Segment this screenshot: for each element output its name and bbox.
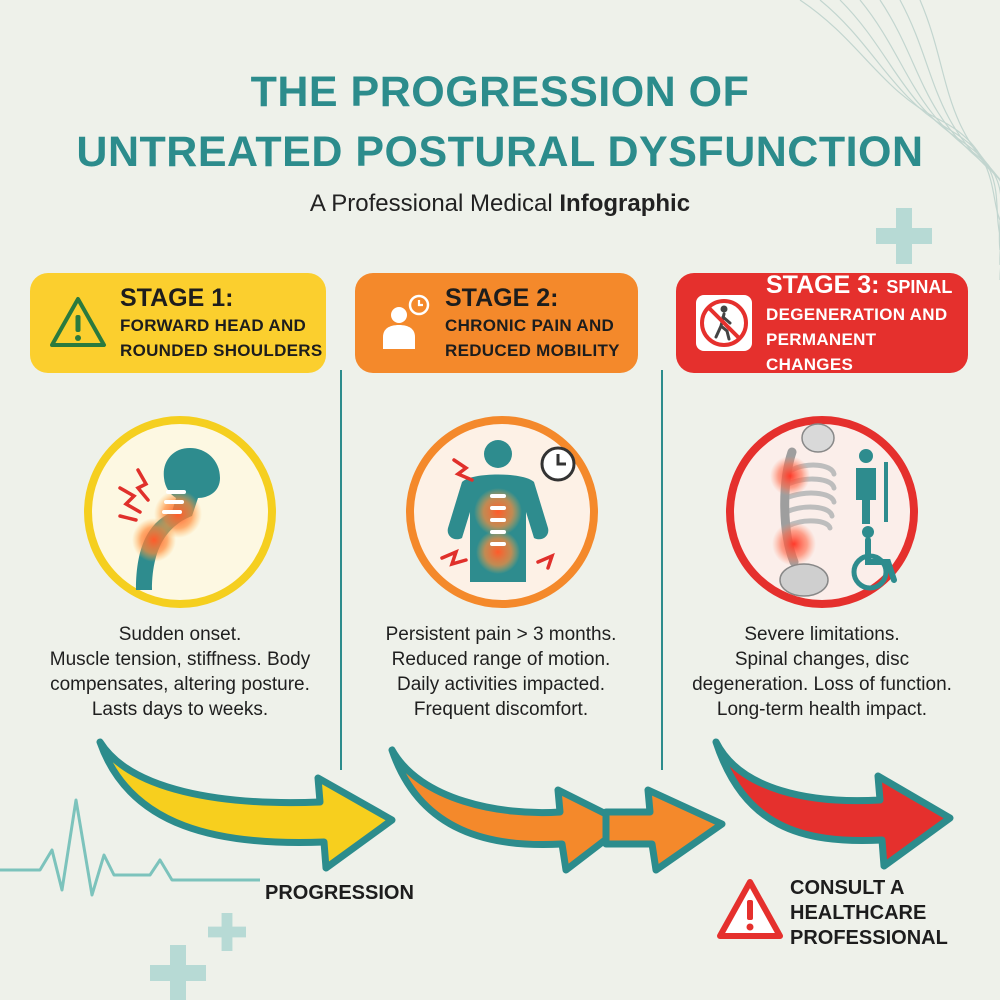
progression-arrows [96,738,954,874]
warning-icon [717,879,783,939]
warning-icon [50,297,106,347]
title-line-1: THE PROGRESSION OF [250,68,750,116]
stage-1-text-line: compensates, altering posture. [50,674,310,695]
stage-3-header: STAGE 3: SPINAL DEGENERATION AND PERMANE… [676,270,968,374]
plus-decoration-icon [208,913,246,951]
stage-3-desc-line-2: PERMANENT CHANGES [766,329,877,374]
consult-line-3: PROFESSIONAL [790,927,948,949]
consult-line-2: HEALTHCARE [790,902,927,924]
stage-3-text-line: Severe limitations. [744,624,900,645]
stage-1-number: STAGE 1: [120,284,234,312]
plus-decoration-icon [876,208,932,264]
consult-professional-note: CONSULT A HEALTHCARE PROFESSIONAL [790,876,990,951]
stage-1-description: Sudden onset. Muscle tension, stiffness.… [20,622,340,722]
stage-2-desc-line-2: REDUCED MOBILITY [445,341,620,360]
stage-2-header: STAGE 2: CHRONIC PAIN AND REDUCED MOBILI… [355,273,638,373]
plus-decoration-icon [150,945,206,1000]
stage-3-text-line: Long-term health impact. [716,699,928,720]
stage-3-description: Severe limitations. Spinal changes, disc… [662,622,982,722]
person-clock-icon [383,294,430,349]
stage-2-text-line: Daily activities impacted. [396,674,606,695]
page-subtitle: A Professional Medical Infographic [0,190,1000,218]
stage-2-text-line: Frequent discomfort. [413,699,589,720]
consult-line-1: CONSULT A [790,877,905,899]
stage-2-text-line: Persistent pain > 3 months. [385,624,617,645]
stage-3-number: STAGE 3: [766,270,880,299]
stage-1-desc-line-2: ROUNDED SHOULDERS [120,341,323,360]
progression-arrow-orange-2 [602,786,726,874]
skeleton-disability-icon [726,416,918,608]
stage-3-number-suffix: SPINAL [886,276,953,297]
stage-divider [340,370,342,770]
progression-arrow-red [712,738,954,870]
background-waves [799,0,1000,280]
progression-arrow-yellow [96,738,396,872]
stage-3-desc-line-1: DEGENERATION AND [766,304,948,324]
subtitle-bold: Infographic [559,190,691,217]
progression-label: PROGRESSION [265,882,414,904]
neck-pain-icon [84,416,276,608]
stage-1-header: STAGE 1: FORWARD HEAD AND ROUNDED SHOULD… [30,273,326,373]
subtitle-prefix: A Professional Medical [309,190,560,217]
stage-2-text-line: Reduced range of motion. [391,649,611,670]
stage-1-desc-line-1: FORWARD HEAD AND [120,316,307,335]
stage-2-desc-line-1: CHRONIC PAIN AND [445,316,615,335]
stage-3-text-line: Spinal changes, disc [734,649,910,670]
no-walking-icon [696,295,752,351]
back-pain-icon [406,416,598,608]
heartbeat-line-icon [0,798,260,897]
stage-1-text-line: Lasts days to weeks. [91,699,269,720]
stage-2-description: Persistent pain > 3 months. Reduced rang… [341,622,661,722]
page-title: THE PROGRESSION OF UNTREATED POSTURAL DY… [0,62,1000,182]
title-line-2: UNTREATED POSTURAL DYSFUNCTION [76,128,924,176]
stage-3-text-line: degeneration. Loss of function. [692,674,952,695]
stage-1-text-line: Sudden onset. [118,624,242,645]
stage-2-number: STAGE 2: [445,284,559,312]
stage-divider [661,370,663,770]
progression-arrow-orange-1 [388,746,630,874]
stage-1-text-line: Muscle tension, stiffness. Body [49,649,311,670]
